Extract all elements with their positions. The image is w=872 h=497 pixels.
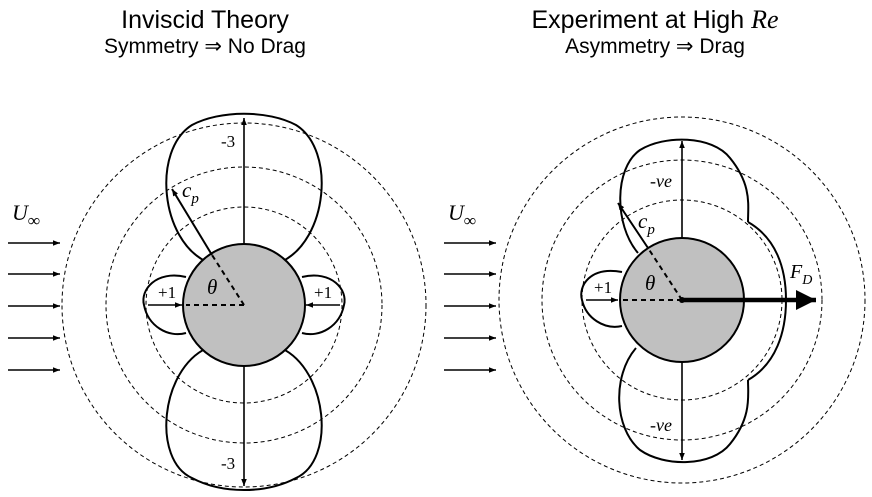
left-top-value: -3	[221, 132, 235, 151]
left-title: Inviscid Theory	[121, 6, 289, 34]
left-diagram: -3 -3 +1 +1 θ cp U∞	[8, 112, 427, 491]
right-cp-arrow	[617, 202, 649, 249]
drag-symbol: F	[789, 261, 803, 283]
left-front-value: +1	[158, 283, 176, 302]
right-freestream-arrows	[444, 240, 496, 373]
left-freestream-arrows	[8, 240, 60, 373]
right-freestream-subscript: ∞	[464, 211, 476, 230]
right-theta-radius-line	[647, 247, 683, 301]
drag-force-label: FD	[789, 261, 812, 288]
right-freestream-symbol: U	[448, 200, 466, 225]
left-freestream-symbol: U	[12, 200, 30, 225]
left-cp-subscript: p	[190, 191, 199, 207]
left-subtitle: Symmetry ⇒ No Drag	[104, 35, 306, 58]
left-cp-curve-top	[165, 112, 323, 263]
left-cp-curve-front	[142, 274, 187, 336]
right-bottom-value: -ve	[650, 415, 672, 435]
left-ring-middle	[105, 166, 383, 444]
right-ring-outer	[498, 116, 866, 484]
left-ring-inner	[145, 206, 343, 404]
right-cp-curve-front	[580, 269, 623, 328]
left-freestream-label: U∞	[12, 200, 40, 230]
left-bottom-value: -3	[221, 454, 235, 473]
right-title: Experiment at High Re	[470, 5, 840, 35]
left-cp-symbol: c	[182, 178, 192, 202]
left-panel-heading: Inviscid Theory Symmetry ⇒ No Drag	[40, 6, 370, 60]
right-cp-label: cp	[638, 209, 655, 238]
right-theta-label: θ	[645, 271, 655, 295]
right-cp-curve-bottom	[618, 347, 750, 464]
drag-subscript: D	[801, 273, 812, 288]
right-title-re: Re	[751, 5, 779, 34]
right-diagram: -ve -ve +1 θ cp FD U∞	[444, 116, 866, 484]
left-theta-radius-line	[211, 254, 245, 306]
left-rear-value: +1	[314, 283, 332, 302]
left-cp-arrow	[171, 188, 213, 256]
right-cp-subscript: p	[646, 222, 655, 238]
left-cp-curve-rear	[301, 274, 346, 336]
right-cp-symbol: c	[638, 209, 648, 233]
left-freestream-subscript: ∞	[28, 211, 40, 230]
right-subtitle: Asymmetry ⇒ Drag	[565, 35, 745, 58]
right-freestream-label: U∞	[448, 200, 476, 230]
left-cp-label: cp	[182, 178, 199, 207]
left-theta-label: θ	[207, 275, 217, 299]
right-panel-heading: Experiment at High Re Asymmetry ⇒ Drag	[470, 6, 840, 60]
right-top-value: -ve	[650, 171, 672, 191]
left-cp-curve-bottom	[165, 347, 323, 491]
right-title-prefix: Experiment at High	[531, 6, 745, 34]
right-front-value: +1	[594, 278, 612, 297]
